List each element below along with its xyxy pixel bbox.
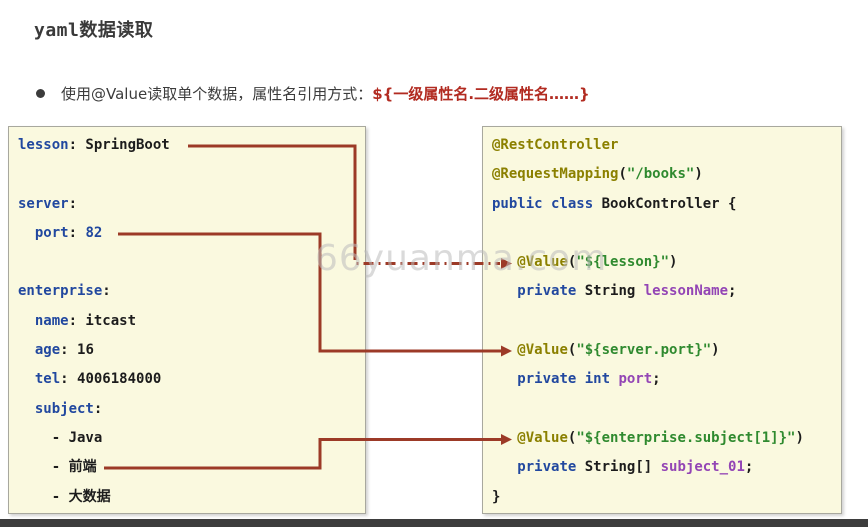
code-token-kw: private bbox=[517, 283, 577, 300]
code-token-plain bbox=[18, 313, 35, 329]
code-line: @Value("${lesson}") bbox=[492, 248, 841, 277]
code-line: @Value("${enterprise.subject[1]}") bbox=[492, 424, 841, 453]
code-token-plain: : bbox=[102, 283, 111, 300]
code-line: name: itcast bbox=[18, 307, 365, 336]
page-title: yaml数据读取 bbox=[34, 20, 154, 41]
code-token-plain: ( bbox=[567, 254, 577, 271]
bullet-row: 使用@Value读取单个数据，属性名引用方式：${一级属性名.二级属性名……} bbox=[36, 83, 590, 104]
code-line: public class BookController { bbox=[492, 190, 841, 219]
code-line: private String[] subject_01; bbox=[492, 453, 841, 482]
code-line: - Java bbox=[18, 424, 365, 453]
code-token-field: port bbox=[618, 371, 653, 388]
code-token-key: lesson bbox=[18, 137, 69, 153]
code-token-ann: @RestController bbox=[492, 137, 619, 153]
code-token-str: "${lesson}" bbox=[576, 254, 670, 271]
code-token-key: age bbox=[34, 342, 61, 359]
code-token-plain: ; bbox=[744, 459, 754, 476]
code-token-plain bbox=[492, 430, 517, 446]
code-token-ann: @RequestMapping bbox=[492, 166, 619, 183]
code-token-plain: String bbox=[576, 283, 644, 300]
code-token-ann: @Value bbox=[517, 429, 568, 446]
code-token-key: port bbox=[34, 224, 69, 241]
code-token-plain: - 大数据 bbox=[18, 488, 111, 505]
code-token-plain bbox=[492, 371, 517, 387]
bottom-bar bbox=[0, 519, 868, 527]
code-line: port: 82 bbox=[18, 219, 365, 248]
yaml-code-panel: lesson: SpringBoot server: port: 82 ente… bbox=[8, 126, 366, 514]
code-token-plain bbox=[18, 401, 35, 417]
bullet-highlight-expression: ${一级属性名.二级属性名……} bbox=[372, 85, 590, 103]
code-token-plain bbox=[18, 371, 35, 387]
code-line: @RequestMapping("/books") bbox=[492, 160, 841, 189]
code-token-field: subject_01 bbox=[660, 459, 745, 476]
code-token-plain bbox=[18, 225, 35, 241]
code-token-kw: private bbox=[517, 459, 577, 476]
code-token-key: subject bbox=[34, 400, 94, 417]
code-token-plain: ) bbox=[669, 254, 678, 271]
code-token-key: tel bbox=[34, 371, 61, 388]
code-token-key: name bbox=[34, 312, 69, 329]
code-token-key: enterprise bbox=[18, 283, 103, 300]
watermark: 66yuanma.com bbox=[315, 238, 608, 279]
code-token-plain: : itcast bbox=[68, 312, 137, 329]
code-token-plain: BookController { bbox=[593, 195, 737, 212]
code-line: server: bbox=[18, 190, 365, 219]
code-token-plain: ; bbox=[728, 283, 737, 300]
code-line: age: 16 bbox=[18, 336, 365, 365]
code-token-plain: ) bbox=[711, 342, 720, 359]
code-line: lesson: SpringBoot bbox=[18, 131, 365, 160]
code-line: subject: bbox=[18, 395, 365, 424]
bullet-text: 使用@Value读取单个数据，属性名引用方式： bbox=[61, 85, 373, 103]
code-token-key: server bbox=[18, 195, 69, 212]
code-line bbox=[492, 307, 841, 336]
code-token-plain: - Java bbox=[18, 429, 103, 446]
code-token-kw: public class bbox=[492, 195, 594, 212]
code-line: @Value("${server.port}") bbox=[492, 336, 841, 365]
code-token-plain: : bbox=[93, 400, 103, 417]
code-line: tel: 4006184000 bbox=[18, 365, 365, 394]
code-token-plain: : bbox=[68, 224, 86, 241]
code-token-plain: : 4006184000 bbox=[60, 371, 162, 388]
code-token-plain bbox=[492, 459, 517, 475]
code-token-plain: : bbox=[68, 195, 78, 212]
code-token-plain: ) bbox=[795, 429, 804, 446]
code-token-plain: ( bbox=[567, 429, 577, 446]
code-token-plain: ( bbox=[618, 166, 627, 183]
code-token-field: lessonName bbox=[643, 283, 729, 300]
code-token-ann: @Value bbox=[517, 342, 568, 359]
code-token-plain: ) bbox=[694, 166, 703, 183]
code-token-str: "${server.port}" bbox=[576, 342, 712, 359]
code-line bbox=[492, 395, 841, 424]
code-token-plain: ( bbox=[567, 342, 577, 359]
bullet-dot-icon bbox=[36, 89, 45, 98]
code-token-plain: ; bbox=[652, 371, 661, 388]
code-token-str: "/books" bbox=[626, 166, 695, 183]
code-token-plain: String[] bbox=[576, 459, 661, 476]
code-token-num: 82 bbox=[85, 224, 103, 241]
code-token-plain bbox=[492, 283, 517, 299]
code-token-plain bbox=[492, 342, 517, 358]
code-line: private String lessonName; bbox=[492, 277, 841, 306]
code-token-str: "${enterprise.subject[1]}" bbox=[576, 429, 796, 446]
code-line bbox=[18, 248, 365, 277]
java-code-panel: @RestController@RequestMapping("/books")… bbox=[482, 126, 842, 514]
code-line: @RestController bbox=[492, 131, 841, 160]
code-token-plain: - 前端 bbox=[18, 459, 97, 476]
code-token-plain: } bbox=[492, 488, 501, 505]
code-token-plain: : 16 bbox=[60, 342, 94, 359]
code-line bbox=[18, 160, 365, 189]
code-token-plain: : SpringBoot bbox=[68, 137, 170, 153]
code-line: enterprise: bbox=[18, 277, 365, 306]
code-token-ann: @Value bbox=[517, 254, 568, 271]
code-token-kw: private int bbox=[517, 371, 611, 388]
code-line: } bbox=[492, 483, 841, 512]
code-line: - 大数据 bbox=[18, 483, 365, 512]
code-line: - 前端 bbox=[18, 453, 365, 482]
code-line: private int port; bbox=[492, 365, 841, 394]
code-token-plain bbox=[18, 342, 35, 358]
